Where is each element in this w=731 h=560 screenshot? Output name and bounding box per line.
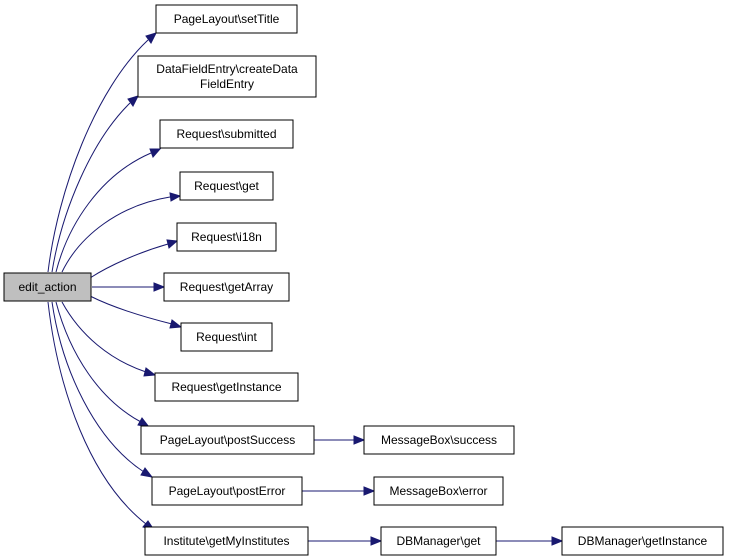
node-label: Request\get [194,179,259,193]
arrow-getmyinstitutes-to-dbget [370,536,383,546]
node-label: Request\getInstance [171,380,281,394]
node-messagebox-success[interactable]: MessageBox\success [363,425,515,455]
arrow-postsuccess-to-success [353,435,366,445]
node-request-submitted[interactable]: Request\submitted [159,119,294,149]
node-label: PageLayout\postError [169,484,286,498]
edge-to-postsuccess [55,301,142,423]
node-label: Institute\getMyInstitutes [163,534,289,548]
edge-to-settitle [47,39,149,273]
edge-to-posterror [51,301,145,473]
node-pagelayout-postsuccess[interactable]: PageLayout\postSuccess [140,425,315,455]
edge-to-getmyinstitutes [47,301,147,525]
edges [47,32,564,546]
node-label: Request\int [196,330,257,344]
edge-to-i18n [89,243,169,279]
node-request-get[interactable]: Request\get [179,171,274,201]
node-label: DBManager\get [396,534,481,548]
node-dbmanager-get[interactable]: DBManager\get [380,526,497,556]
node-label: Request\getArray [180,280,273,294]
node-edit-action[interactable]: edit_action [3,272,92,302]
arrow-to-createdatafieldentry [127,95,139,107]
arrow-to-get [169,192,182,202]
node-label: Request\submitted [176,127,276,141]
node-dbmanager-getinstance[interactable]: DBManager\getInstance [561,526,724,556]
arrow-to-submitted [149,148,162,158]
edge-to-get [61,196,171,273]
node-pagelayout-settitle[interactable]: PageLayout\setTitle [155,4,298,34]
node-pagelayout-posterror[interactable]: PageLayout\postError [151,476,303,506]
node-label: DBManager\getInstance [578,534,708,548]
arrow-to-getarray [153,282,166,292]
edge-to-submitted [55,152,152,273]
edge-to-createdatafieldentry [51,102,131,273]
node-messagebox-error[interactable]: MessageBox\error [373,476,504,506]
node-label: MessageBox\error [389,484,487,498]
node-label: Request\i18n [191,230,262,244]
node-label: edit_action [18,280,76,294]
arrow-to-int [169,319,183,329]
arrow-posterror-to-error [363,486,376,496]
edge-to-int [89,295,173,325]
node-label: PageLayout\postSuccess [160,433,295,447]
node-label-line2: FieldEntry [200,77,254,91]
edge-to-getinstance [61,301,147,373]
node-request-i18n[interactable]: Request\i18n [176,222,277,252]
arrow-to-posterror [140,467,154,478]
arrow-to-getinstance [143,367,157,377]
arrow-to-settitle [145,32,157,44]
node-request-int[interactable]: Request\int [180,322,273,352]
node-institute-getmyinstitutes[interactable]: Institute\getMyInstitutes [144,526,309,556]
node-request-getarray[interactable]: Request\getArray [163,272,290,302]
node-datafieldentry-createdatafieldentry[interactable]: DataFieldEntry\createData FieldEntry [137,55,317,98]
arrow-dbget-to-dbgetinstance [551,536,564,546]
node-label: MessageBox\success [381,433,497,447]
node-label: PageLayout\setTitle [174,12,280,26]
arrow-to-i18n [166,239,179,249]
node-label-line1: DataFieldEntry\createData [156,62,298,76]
node-request-getinstance[interactable]: Request\getInstance [154,372,299,402]
